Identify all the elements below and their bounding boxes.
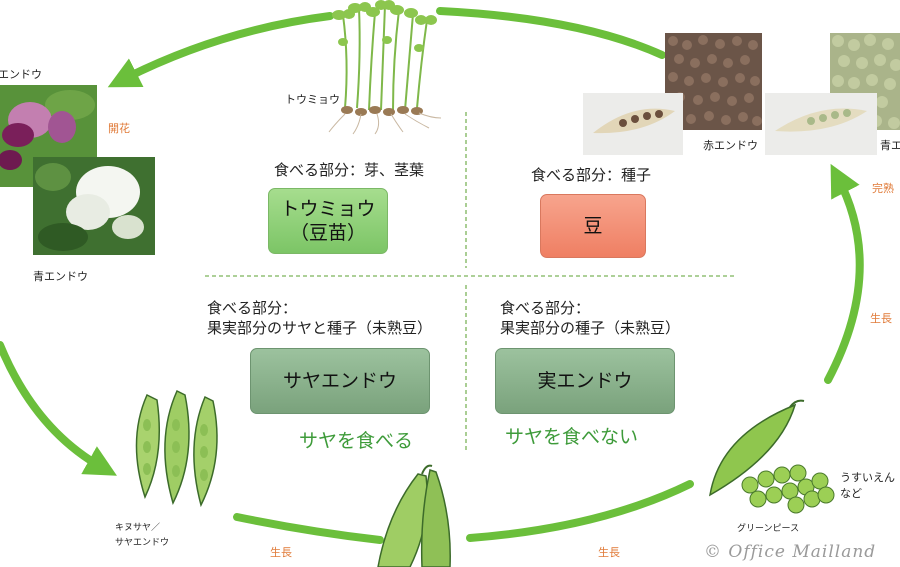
kinusaya-label-line-2: サヤエンドウ: [115, 538, 170, 548]
arrow-bottom-right: [466, 480, 694, 542]
arrow-to-flowers: [107, 12, 334, 88]
not-eat-pod-text: サヤを食べない: [505, 426, 639, 448]
snow-pea-box: サヤエンドウ: [250, 348, 430, 414]
arrow-top-right: [436, 7, 666, 59]
usui-label-line-2: など: [840, 487, 862, 500]
sprout-illustration: [328, 0, 442, 135]
shelled-pea-box: 実エンドウ: [495, 348, 675, 414]
sprout-label: トウミョウ: [285, 93, 340, 106]
red-pea-pod-photo: [583, 93, 683, 155]
arrow-bottom-left: [233, 513, 384, 544]
arrow-to-ripe: [824, 163, 864, 384]
copyright-mark: © Office Mailland: [704, 542, 877, 562]
growth-label-left: 生長: [270, 546, 292, 559]
tr-caption: 食べる部分：種子: [531, 166, 652, 184]
bl-caption-line-2: 果実部分のサヤと種子（未熟豆）: [207, 319, 433, 337]
tl-caption: 食べる部分：芽、茎葉: [274, 161, 425, 179]
kinusaya-label-line-1: キヌサヤ／: [115, 523, 161, 533]
pea-partial-label: エンドウ: [0, 68, 42, 81]
growth-label-mid: 生長: [598, 546, 620, 559]
bl-caption-line-1: 食べる部分：: [207, 299, 298, 317]
usui-label-line-1: うすいえん: [840, 471, 895, 484]
snow-pea-pods-illustration: [135, 389, 218, 508]
arrow-to-kinusaya: [0, 341, 117, 476]
greenpeas-label: グリーンピース: [737, 524, 800, 534]
bean-box: 豆: [540, 194, 646, 258]
br-caption-line-1: 食べる部分：: [500, 299, 591, 317]
red-pea-label: 赤エンドウ: [703, 139, 758, 152]
eat-pod-text: サヤを食べる: [299, 430, 414, 452]
blue-pea-label: 青エンドウ: [33, 270, 88, 283]
green-pea-label: 青エ: [880, 139, 900, 152]
white-flower-photo: [33, 157, 155, 255]
green-peas-illustration: [708, 399, 835, 514]
green-pea-pod-photo: [765, 93, 877, 155]
pea-pods-center-illustration: [377, 464, 451, 567]
ripe-label: 完熟: [872, 182, 894, 195]
br-caption-line-2: 果実部分の種子（未熟豆）: [500, 319, 681, 337]
flowering-label: 開花: [108, 122, 130, 135]
growth-label-right: 生長: [870, 312, 892, 325]
sprout-box: トウミョウ （豆苗）: [268, 188, 388, 254]
